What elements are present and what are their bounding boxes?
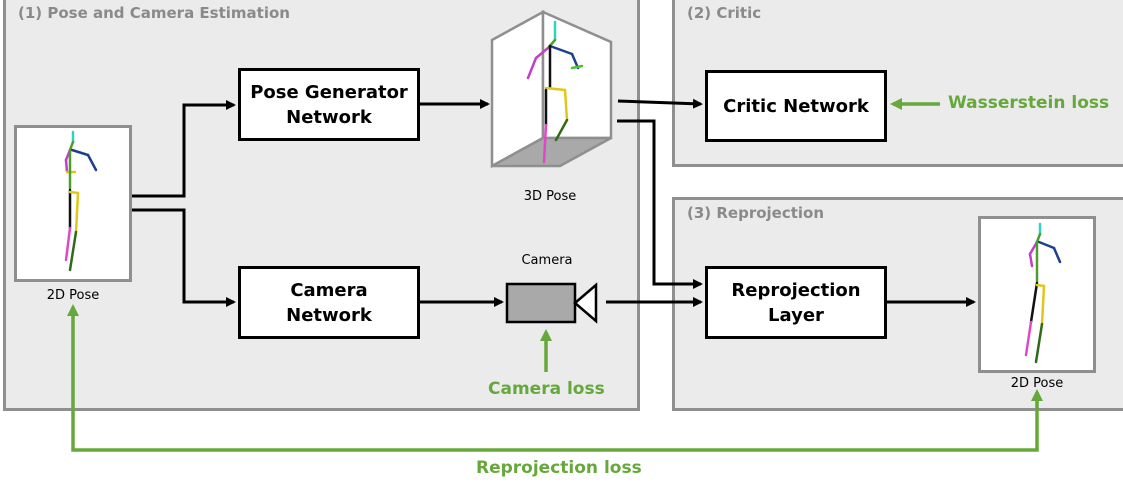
reprojection-loss-label: Reprojection loss	[476, 458, 642, 478]
arrow-3d-pose-to-critic	[617, 98, 703, 109]
camera-network-line2: Network	[286, 304, 372, 326]
arrow-input-to-pose-generator	[132, 100, 236, 198]
output-skeleton	[1024, 222, 1062, 364]
critic-network-label: Critic Network	[723, 95, 869, 117]
panel-title-pose-camera: (1) Pose and Camera Estimation	[18, 4, 290, 22]
camera-icon	[505, 282, 598, 324]
critic-network: Critic Network	[705, 70, 887, 142]
output-2d-pose-image	[978, 216, 1096, 373]
reprojection-layer-line2: Layer	[768, 304, 824, 326]
camera-network-line1: Camera	[290, 279, 368, 301]
reprojection-layer-line1: Reprojection	[731, 279, 861, 301]
camera-caption: Camera	[521, 253, 573, 268]
arrow-3d-pose-to-reprojection	[617, 119, 703, 289]
panel-title-critic: (2) Critic	[687, 4, 762, 22]
input-skeleton	[64, 130, 98, 272]
input-pose-caption: 2D Pose	[46, 288, 100, 303]
pose-generator-line1: Pose Generator	[250, 81, 408, 103]
arrow-reprojection-loss	[71, 389, 1043, 452]
output-pose-caption: 2D Pose	[1010, 376, 1064, 391]
arrow-input-to-camera-network	[132, 208, 236, 307]
pose-generator-line2: Network	[286, 106, 372, 128]
camera-loss-label: Camera loss	[488, 379, 605, 399]
panel-title-reprojection: (3) Reprojection	[687, 204, 825, 222]
wasserstein-loss-label: Wasserstein loss	[948, 93, 1110, 113]
3d-pose-box	[490, 9, 613, 169]
3d-pose-caption: 3D Pose	[523, 189, 577, 204]
